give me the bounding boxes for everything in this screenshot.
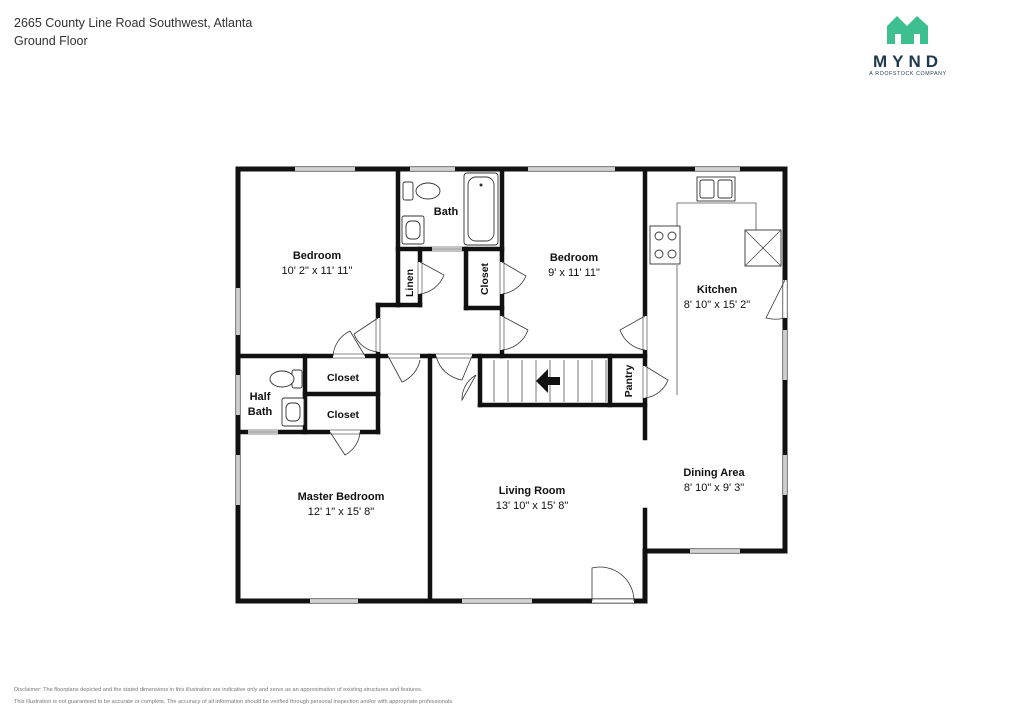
- living-dims: 13' 10" x 15' 8": [496, 500, 569, 512]
- arrow-left-icon: [536, 369, 560, 393]
- bedroom2-dims: 9' x 11' 11": [548, 267, 600, 279]
- kitchen-dims: 8' 10" x 15' 2": [684, 299, 751, 311]
- kitchen-sink-icon: [696, 176, 736, 202]
- master-name: Master Bedroom: [298, 491, 385, 503]
- brand-tagline: A ROOFSTOCK COMPANY: [869, 71, 946, 77]
- floor-label: Ground Floor: [14, 34, 88, 48]
- half-bath-line2: Bath: [248, 406, 273, 418]
- bath-name: Bath: [434, 206, 459, 218]
- dining-dims: 8' 10" x 9' 3": [684, 482, 744, 494]
- toilet-icon: [402, 181, 441, 201]
- mynd-logo: MYND A ROOFSTOCK COMPANY: [869, 16, 946, 77]
- exterior-walls: [235, 166, 788, 604]
- sink-icon: [401, 215, 425, 245]
- disclaimer-line-1: Disclaimer: The floorplans depicted and …: [14, 687, 423, 693]
- bathtub-icon: [463, 172, 499, 246]
- doors: [248, 247, 787, 603]
- half-bath-toilet-icon: [269, 369, 303, 389]
- brand-name: MYND: [873, 52, 943, 71]
- closet-b-label: Closet: [327, 409, 360, 421]
- refrigerator-icon: [744, 229, 782, 267]
- bedroom2-name: Bedroom: [550, 252, 599, 264]
- master-dims: 12' 1" x 15' 8": [308, 506, 375, 518]
- closet-upper-label: Closet: [479, 262, 491, 295]
- bedroom1-name: Bedroom: [293, 250, 342, 262]
- bedroom1-dims: 10' 2" x 11' 11": [282, 265, 353, 277]
- living-name: Living Room: [499, 485, 566, 497]
- pantry-label: Pantry: [623, 365, 635, 398]
- room-labels: Bedroom 10' 2" x 11' 11" Bath Bedroom 9'…: [248, 206, 751, 518]
- kitchen-name: Kitchen: [697, 284, 738, 296]
- linen-label: Linen: [404, 269, 416, 297]
- house-logo-icon: [887, 16, 928, 44]
- dining-name: Dining Area: [683, 467, 745, 479]
- half-bath-line1: Half: [250, 391, 271, 403]
- disclaimer-line-2: This illustration is not guaranteed to b…: [14, 699, 454, 705]
- half-bath-sink-icon: [281, 397, 305, 427]
- stove-icon: [649, 225, 681, 265]
- stairs: [493, 360, 607, 402]
- property-address: 2665 County Line Road Southwest, Atlanta: [14, 16, 253, 30]
- fixtures: [269, 172, 782, 427]
- windows: [236, 167, 787, 603]
- closet-a-label: Closet: [327, 372, 360, 384]
